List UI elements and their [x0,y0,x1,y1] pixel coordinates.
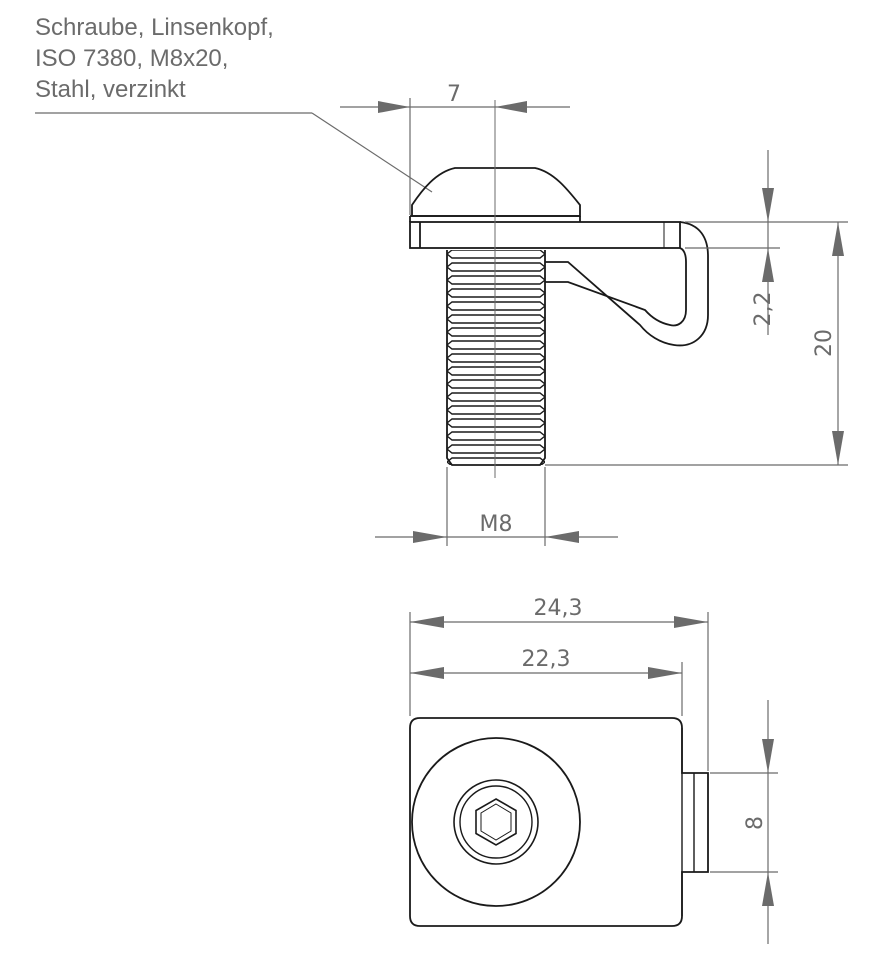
thread-crest [447,405,545,415]
clamp-body-outline [409,717,709,927]
thread-crest [447,288,545,298]
spring-hook [545,221,709,347]
top-view: 24,3 22,3 8 [409,596,778,944]
thread-crest [447,314,545,324]
clamp-body-details [681,728,695,916]
thread-crest [447,340,545,350]
part-callout: Schraube, Linsenkopf, ISO 7380, M8x20, S… [35,12,274,105]
thread-crest [447,327,545,337]
dim-head-width-label: 7 [447,82,461,107]
thread-crest [447,301,545,311]
thread-crest [447,250,545,259]
dim-overall-width [409,612,709,771]
callout-line-3: Stahl, verzinkt [35,76,186,103]
thread-crest [447,379,545,389]
dim-tab-height-label: 8 [743,816,768,830]
thread-crest [447,275,545,285]
thread-crest [447,392,545,402]
dim-length [545,222,848,466]
callout-leader [35,112,433,193]
screw-head [411,167,581,217]
threaded-shank [446,250,546,466]
dim-thickness-label: 2,2 [751,292,776,327]
thread-crest [447,418,545,428]
callout-line-2: ISO 7380, M8x20, [35,45,229,72]
hex-socket-icon [475,798,517,846]
side-view: 7 2,2 20 M8 [35,82,848,546]
dim-head-width [340,98,570,215]
thread-crest [447,366,545,376]
dim-body-width [410,662,683,716]
dim-length-label: 20 [812,329,837,357]
dim-thread [375,467,618,546]
thread-crest [447,262,545,272]
callout-line-1: Schraube, Linsenkopf, [35,14,274,41]
hex-socket-detail [480,803,512,841]
screw-head-top [411,737,581,907]
dim-thickness [685,150,848,335]
thread-crest [447,431,545,441]
thread-crest [447,353,545,363]
clamp-plate [409,215,681,249]
thread-crest [447,444,545,454]
dim-overall-width-label: 24,3 [534,596,583,621]
dim-body-width-label: 22,3 [522,647,571,672]
dim-tab-height [710,700,778,944]
dim-thread-label: M8 [480,512,513,537]
